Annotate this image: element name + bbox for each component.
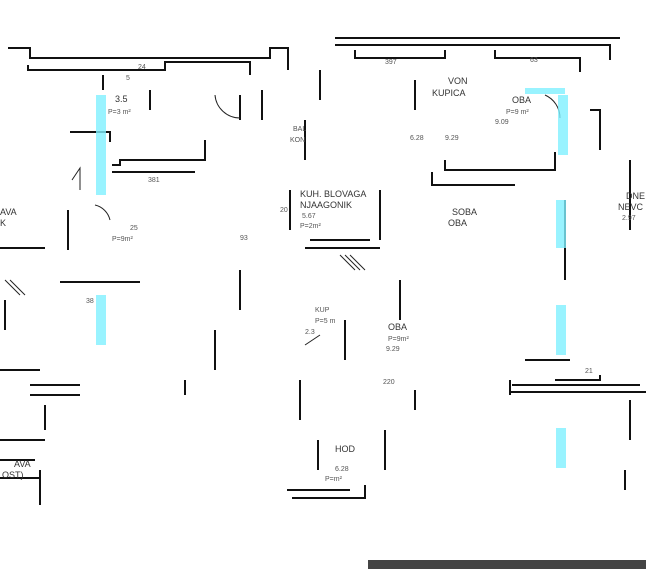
dimension: 397 <box>385 59 397 66</box>
dimension: 5 <box>126 75 130 82</box>
walls <box>0 37 646 505</box>
dimension: 21 <box>585 368 593 375</box>
dimension: 38 <box>86 298 94 305</box>
room-label: KUH. BLOVAGA <box>300 189 366 199</box>
room-area: P=2m² <box>300 223 321 230</box>
dimension: 24 <box>138 64 146 71</box>
room-area: P=5 m <box>315 318 336 325</box>
room-label: 3.5 <box>115 94 128 104</box>
room-area: P=3 m² <box>108 109 131 116</box>
room-label: 25 <box>130 225 138 232</box>
windows <box>96 88 568 468</box>
room-label: DNE <box>626 191 645 201</box>
room-area: P=9m² <box>112 236 133 243</box>
room-value: 5.67 <box>302 213 316 220</box>
room-value: 2.97 <box>622 215 636 222</box>
dimension: 220 <box>383 379 395 386</box>
dimension: 63 <box>530 57 538 64</box>
room-label: OBA <box>448 218 467 228</box>
dimension: 6.28 <box>410 135 424 142</box>
room-labels: KUH. BLOVAGA NJAAGONIK 5.67 P=2m² VON KU… <box>0 76 645 483</box>
dimension: 381 <box>148 177 160 184</box>
dimension-labels: 397 24 381 38 220 21 93 6.28 9.29 5 63 2… <box>86 57 593 386</box>
room-value: 2.3 <box>305 329 315 336</box>
room-label: KUPICA <box>432 88 466 98</box>
dimension: 93 <box>240 235 248 242</box>
room-label: KUP <box>315 307 330 314</box>
room-value: 9.09 <box>495 119 509 126</box>
dimension: 20 <box>280 207 288 214</box>
room-label: BAL <box>293 126 306 133</box>
room-label: HOD <box>335 444 356 454</box>
room-area: P=9m² <box>388 336 409 343</box>
bottom-bar <box>368 560 646 569</box>
room-label: K <box>0 218 6 228</box>
room-label: NJAAGONIK <box>300 200 352 210</box>
dimension: 9.29 <box>445 135 459 142</box>
room-area: P=9 m² <box>506 109 529 116</box>
room-label: NEVC <box>618 202 644 212</box>
room-label: AVA <box>0 207 17 217</box>
room-label: SOBA <box>452 207 477 217</box>
room-label: OBA <box>512 95 531 105</box>
room-label: VON <box>448 76 468 86</box>
room-label: AVA <box>14 459 31 469</box>
room-label: KON <box>290 137 305 144</box>
room-value: 6.28 <box>335 466 349 473</box>
room-label: OST) <box>2 470 24 480</box>
room-area: P=m² <box>325 476 343 483</box>
room-value: 9.29 <box>386 346 400 353</box>
room-label: OBA <box>388 322 407 332</box>
